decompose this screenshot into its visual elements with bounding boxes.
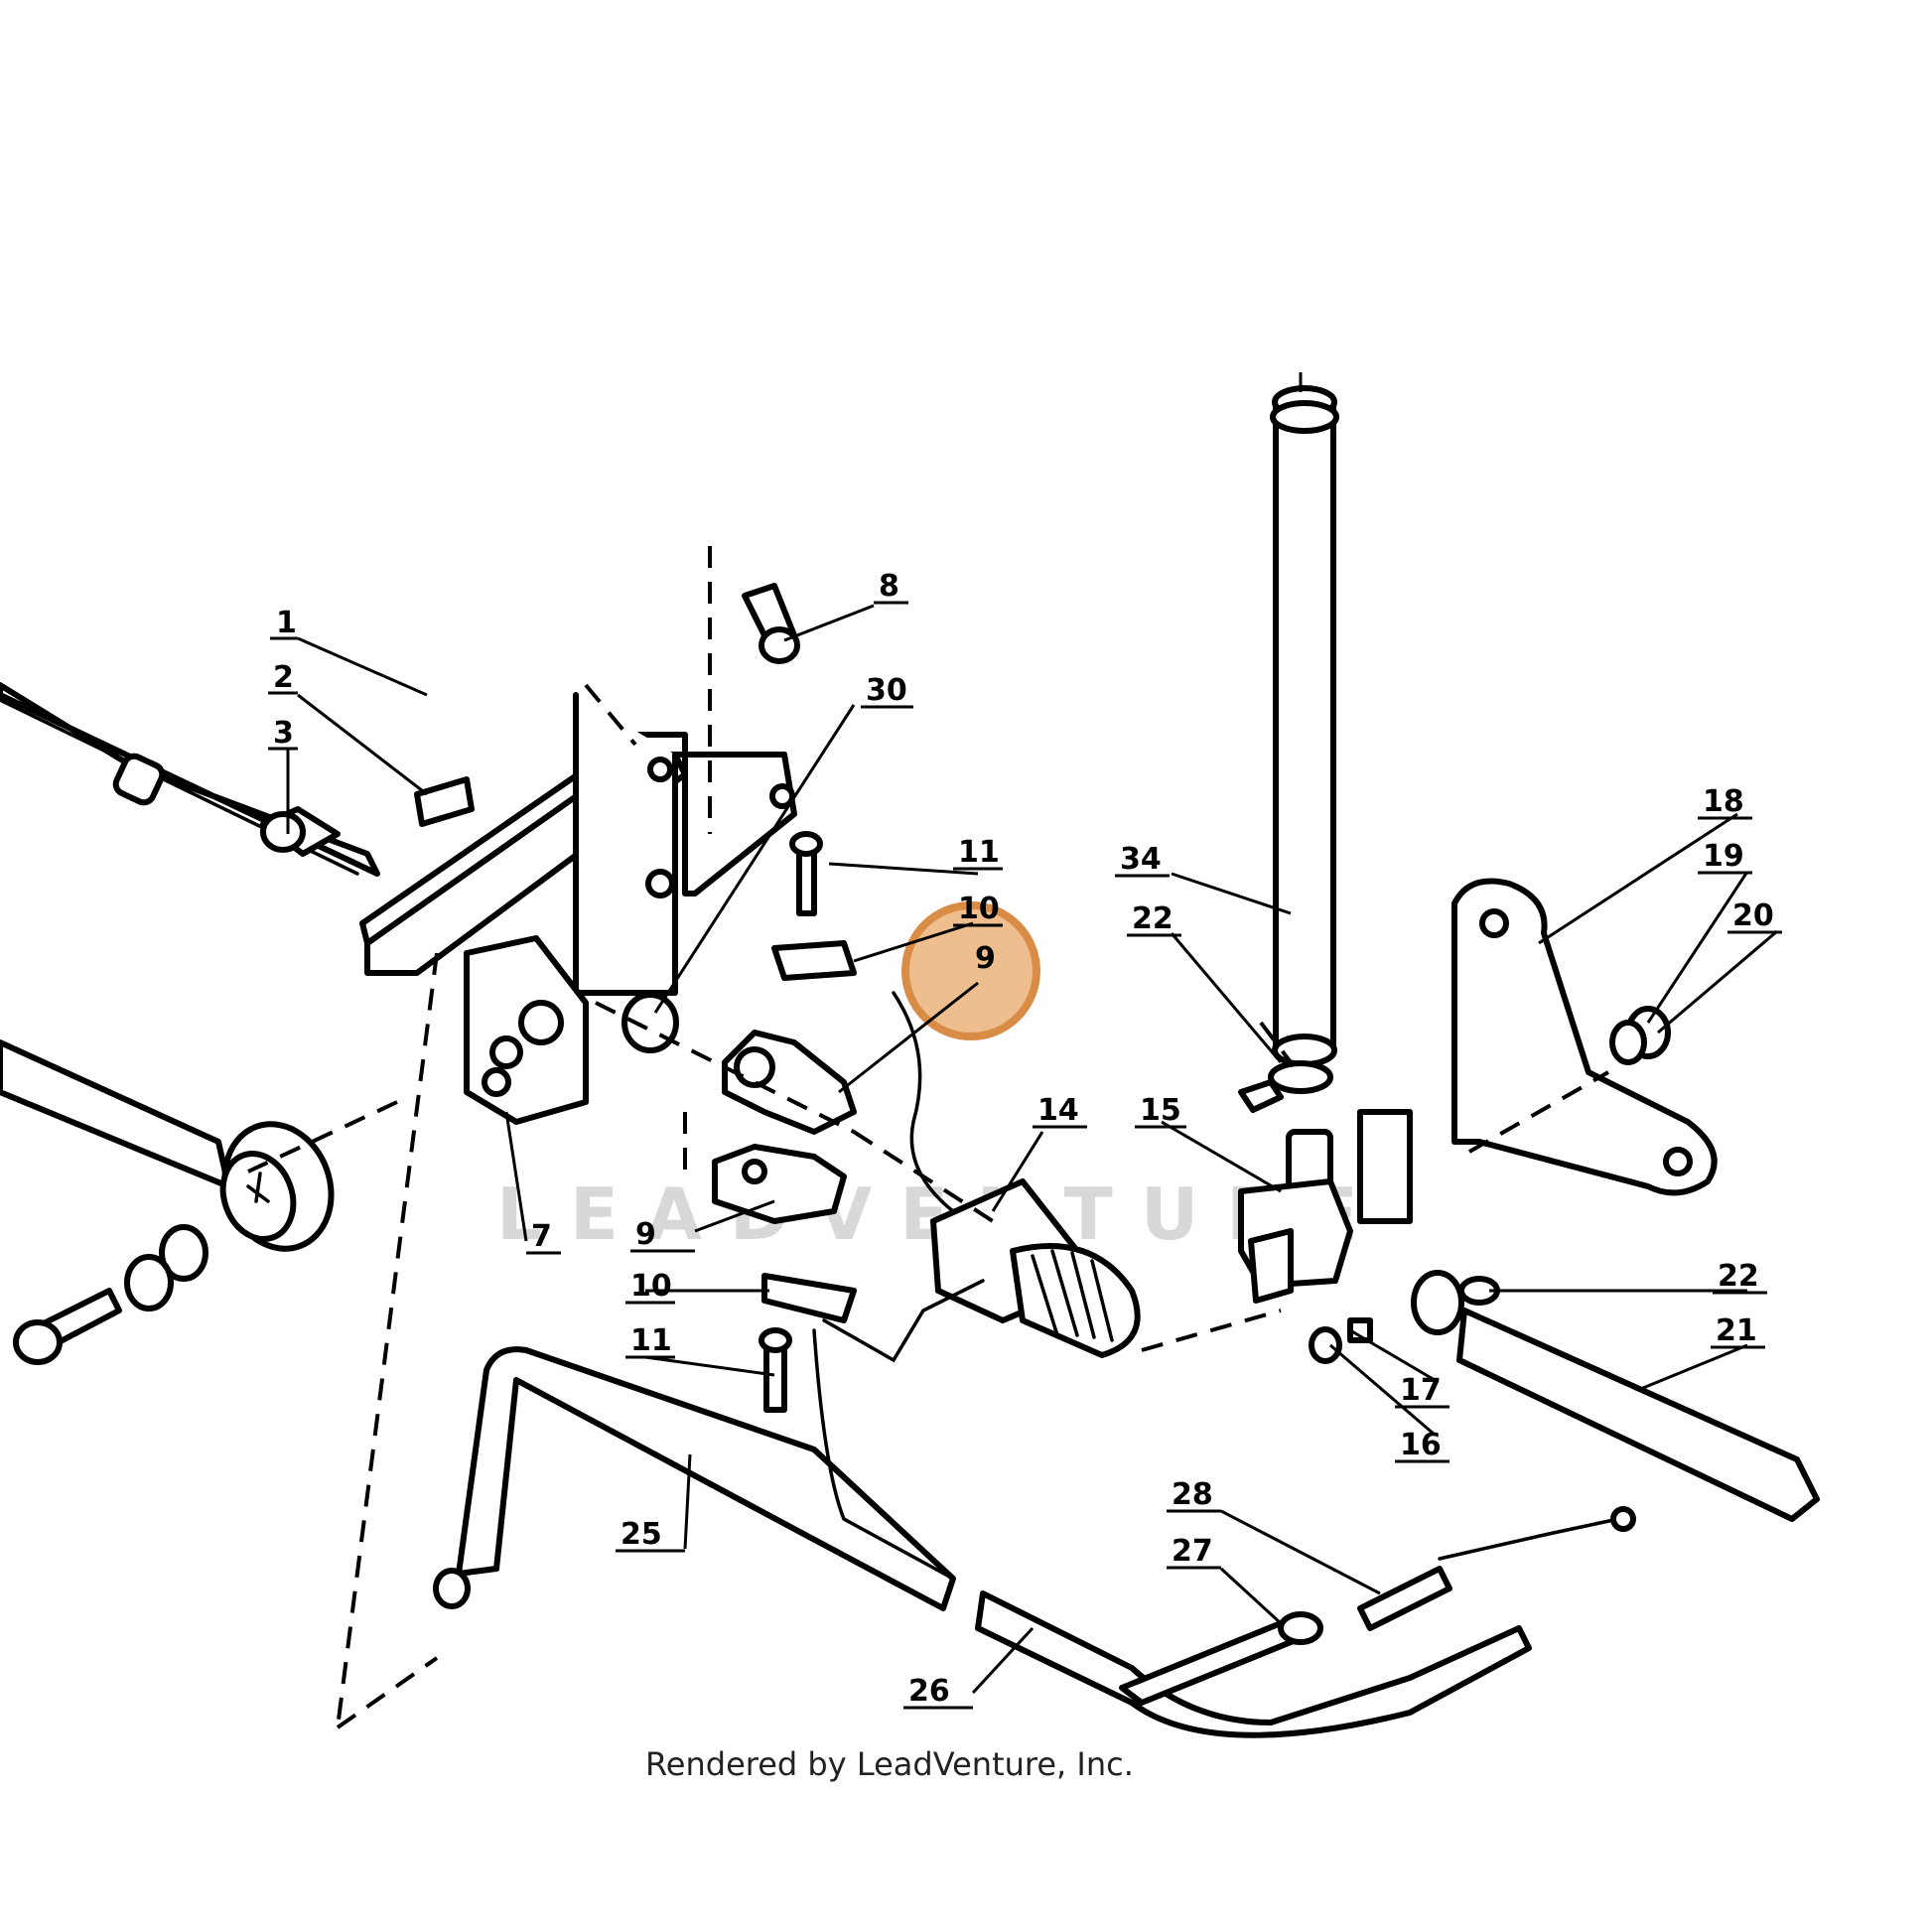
drag-link-arm (0, 1039, 335, 1252)
cable-27-28 (1119, 1506, 1636, 1706)
axle-shaft-21 (1411, 1270, 1820, 1522)
callout-11-upper[interactable]: 11 (958, 835, 1000, 870)
callout-18[interactable]: 18 (1703, 784, 1744, 819)
callout-11-lower[interactable]: 11 (630, 1323, 672, 1358)
steering-shaft-34 (1270, 385, 1339, 1067)
callout-14[interactable]: 14 (1037, 1093, 1079, 1128)
callout-8[interactable]: 8 (879, 569, 899, 604)
spindle-bracket-7 (464, 935, 589, 1125)
sector-gear-15 (1238, 1129, 1353, 1304)
callout-10-upper[interactable]: 10 (958, 892, 1000, 926)
callout-34[interactable]: 34 (1120, 842, 1162, 877)
pitman-arm-18 (1357, 878, 1718, 1224)
callout-9-upper[interactable]: 9 (975, 941, 996, 976)
callout-25[interactable]: 25 (621, 1517, 662, 1552)
callout-3[interactable]: 3 (273, 716, 294, 751)
screw-11-lower (759, 1327, 792, 1413)
bolt-3 (260, 806, 341, 857)
callout-7[interactable]: 7 (531, 1219, 552, 1254)
highlight-circle-part-9[interactable] (901, 901, 1040, 1040)
clip-10-upper (771, 940, 857, 981)
callout-9-lower[interactable]: 9 (635, 1217, 656, 1252)
tie-rod-end-9-upper (722, 1030, 857, 1135)
callout-2[interactable]: 2 (273, 660, 294, 695)
credit-text: Rendered by LeadVenture, Inc. (645, 1745, 1134, 1783)
callout-21[interactable]: 21 (1716, 1313, 1757, 1348)
washers-bolt-lower-left (13, 1224, 208, 1365)
tie-rod-end-9-lower (712, 1144, 847, 1224)
callout-16[interactable]: 16 (1400, 1428, 1442, 1462)
callout-22-lower[interactable]: 22 (1718, 1259, 1759, 1294)
plate-2 (414, 776, 475, 827)
callout-10-lower[interactable]: 10 (630, 1269, 672, 1304)
bolt-16-17 (1309, 1317, 1373, 1364)
callout-22-upper[interactable]: 22 (1132, 901, 1173, 936)
callout-1[interactable]: 1 (276, 606, 297, 640)
clip-10-lower (761, 1273, 857, 1323)
callout-labels: 1 2 3 7 8 9 9 10 10 11 11 14 15 16 17 18… (268, 569, 1782, 1710)
leader-lines (286, 372, 1778, 1695)
callout-15[interactable]: 15 (1140, 1093, 1181, 1128)
callout-26[interactable]: 26 (908, 1674, 950, 1709)
callout-27[interactable]: 27 (1172, 1534, 1213, 1569)
frame-bracket (359, 692, 797, 996)
nut-19-20 (1609, 1006, 1671, 1065)
screw-11-upper (789, 831, 823, 916)
cable-26 (975, 1590, 1532, 1738)
callout-20[interactable]: 20 (1732, 898, 1774, 933)
clamp-22-upper (1238, 1060, 1333, 1113)
assembly-dashed-lines (247, 546, 1609, 1729)
wiring-harness (812, 991, 985, 1581)
callout-28[interactable]: 28 (1172, 1477, 1213, 1512)
callout-19[interactable]: 19 (1703, 839, 1744, 874)
bolt-8 (742, 583, 800, 664)
callout-30[interactable]: 30 (866, 673, 907, 708)
callout-17[interactable]: 17 (1400, 1373, 1442, 1408)
cable-25 (433, 1346, 956, 1611)
